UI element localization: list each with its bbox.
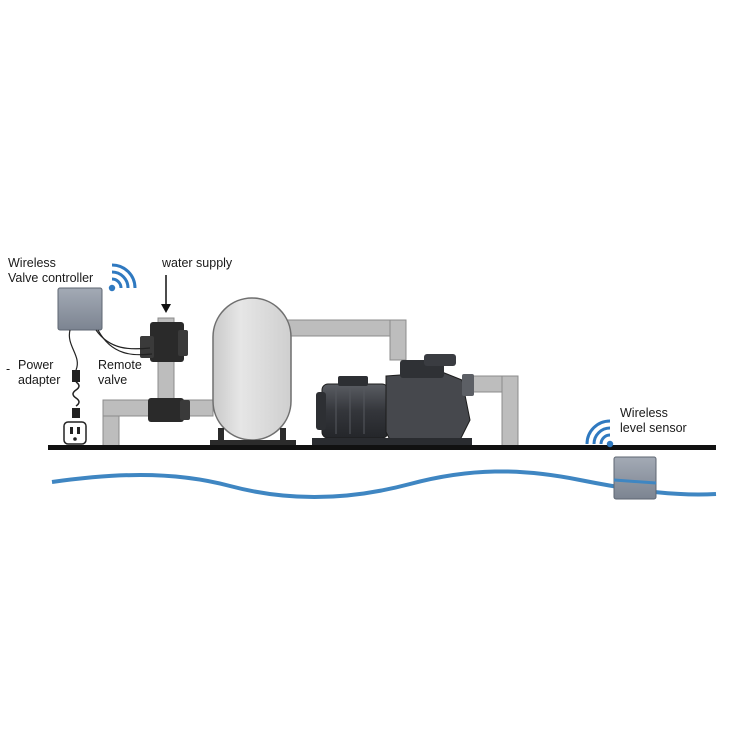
stray-mark: - <box>6 362 11 376</box>
label-valve-controller: Wireless Valve controller <box>8 256 94 285</box>
label-water-supply: water supply <box>162 256 233 270</box>
valve-controller-box <box>57 287 103 331</box>
ground-line <box>48 445 716 450</box>
label-level-sensor: Wireless level sensor <box>620 406 687 435</box>
arrow-down-icon <box>161 275 171 313</box>
label-remote-valve: Remote valve <box>98 358 142 387</box>
control-wires <box>68 329 153 371</box>
level-sensor-box <box>613 456 657 500</box>
wireless-signal-icon <box>108 263 137 292</box>
power-adapter <box>63 370 87 445</box>
pool-pump <box>312 354 474 446</box>
wireless-signal-icon <box>585 419 614 448</box>
plug-icon <box>72 408 80 418</box>
power-cord <box>72 381 80 407</box>
outlet-icon <box>63 421 87 445</box>
label-power-adapter: Power adapter <box>18 358 61 387</box>
filter-tank <box>210 297 296 446</box>
remote-valve <box>140 322 190 422</box>
